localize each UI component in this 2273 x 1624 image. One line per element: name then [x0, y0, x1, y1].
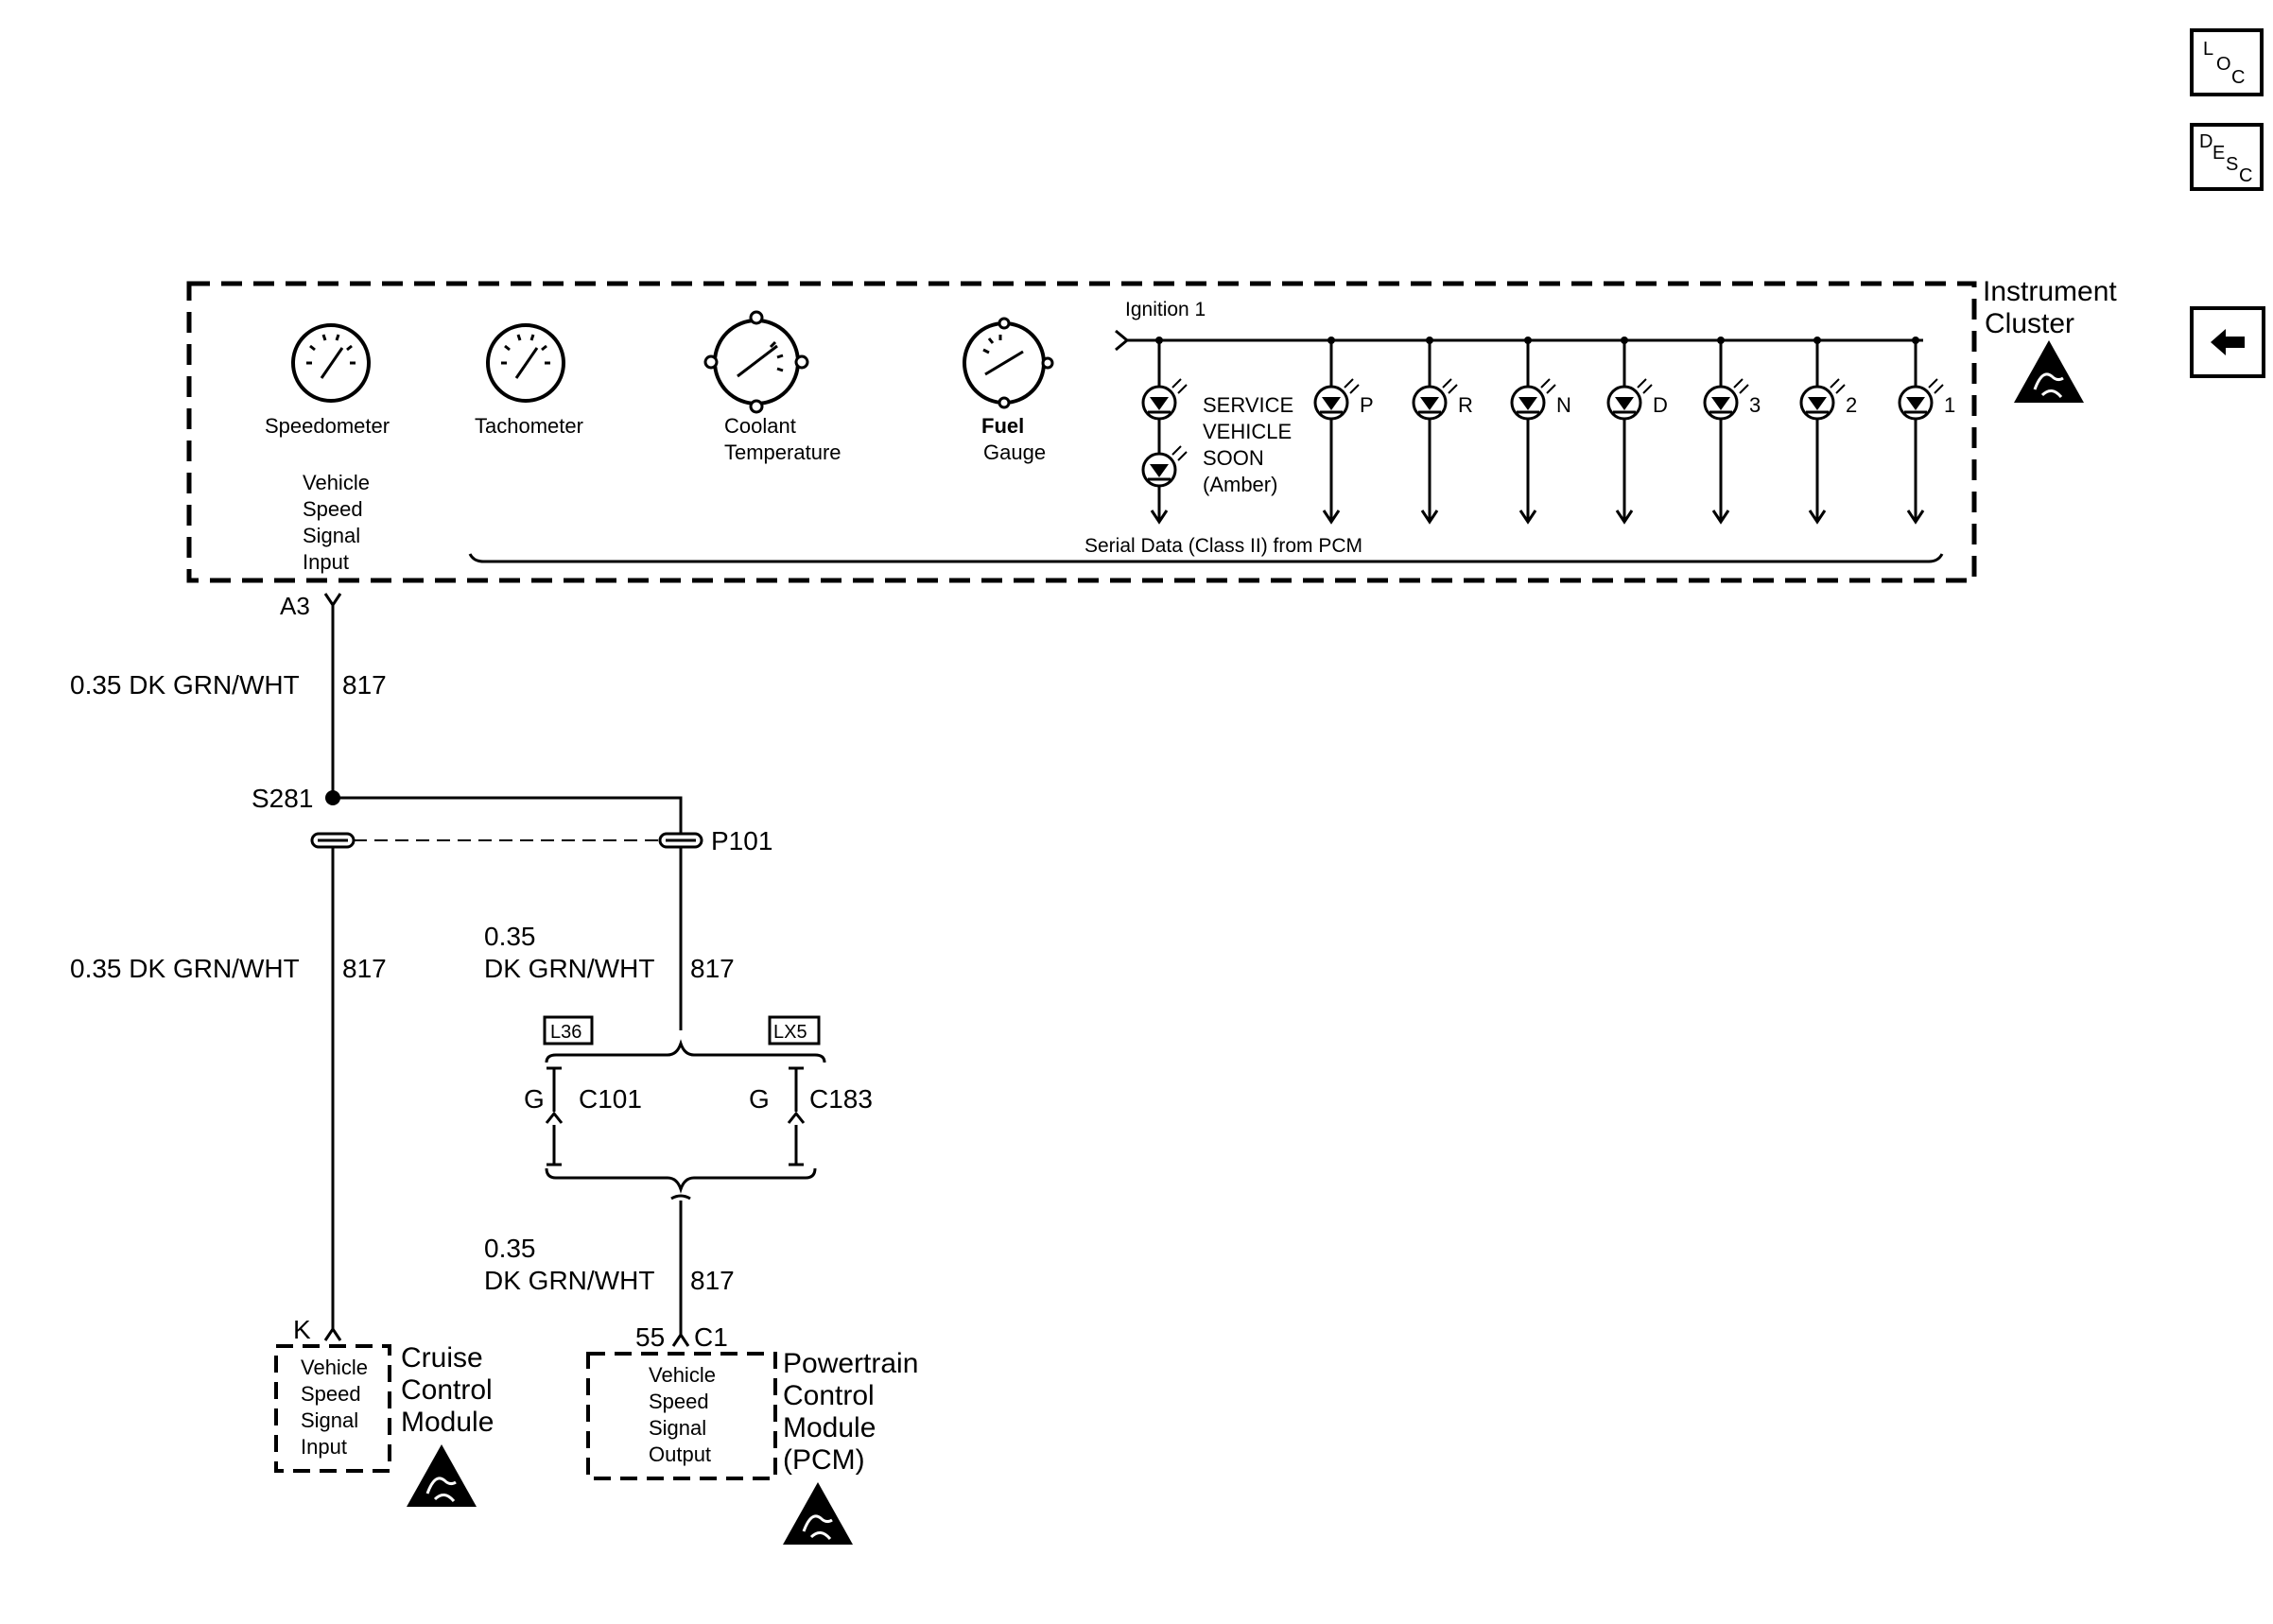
- service-vehicle-soon-indicators: [1141, 337, 1188, 525]
- coolant-gauge-icon: [703, 310, 809, 414]
- option-l36-box: [543, 1015, 594, 1045]
- location-button[interactable]: L O C: [2190, 28, 2264, 96]
- wire-branch: [333, 796, 683, 836]
- pcm-module-box: [586, 1352, 777, 1480]
- cruise-connector: [323, 1326, 342, 1341]
- wire-pcm-color: DK GRN/WHT: [484, 1266, 654, 1295]
- speedometer-label: Speedometer: [265, 414, 390, 438]
- coolant-label-1: Coolant: [724, 414, 796, 438]
- a3-pin-label: A3: [280, 592, 310, 620]
- esd-warning-icon: [2014, 340, 2084, 403]
- back-button[interactable]: [2190, 306, 2265, 378]
- connector-c101: [545, 1066, 564, 1166]
- vss-input-label: Vehicle Speed Signal Input: [303, 471, 375, 574]
- pcm-module-title: Powertrain Control Module (PCM): [783, 1348, 927, 1476]
- c101-label: C101: [579, 1084, 642, 1114]
- cruise-inner-label: Vehicle Speed Signal Input: [301, 1356, 373, 1459]
- gear-label-1: 1: [1944, 393, 1955, 417]
- option-brace-bottom: [545, 1167, 817, 1194]
- gear-indicator-3: 3: [1703, 337, 1761, 525]
- gear-indicator-1: 1: [1898, 337, 1955, 525]
- desc-letter-c: C: [2239, 165, 2253, 186]
- c183-pin: G: [749, 1084, 770, 1114]
- desc-letter-e: E: [2212, 143, 2226, 164]
- connector-c183: [787, 1066, 806, 1166]
- option-lx5: LX5: [773, 1022, 807, 1043]
- cluster-title-2: Cluster: [1985, 308, 2074, 339]
- cluster-title-1: Instrument: [1983, 276, 2117, 307]
- instrument-cluster-box: [186, 281, 1977, 583]
- cruise-module-box: [274, 1344, 391, 1473]
- pcm-conn: C1: [694, 1322, 728, 1352]
- loc-letter-c: C: [2231, 67, 2246, 88]
- loc-letter-l: L: [2203, 39, 2214, 60]
- wire-left-circuit: 817: [342, 954, 387, 983]
- svs-label: SERVICE VEHICLE SOON (Amber): [1203, 393, 1299, 496]
- serial-data-label: Serial Data (Class II) from PCM: [1084, 535, 1362, 557]
- wire-top-label: 0.35 DK GRN/WHT: [70, 670, 300, 700]
- gear-indicator-N: N: [1510, 337, 1571, 525]
- pcm-connector: [671, 1332, 690, 1347]
- speedometer-gauge-icon: [291, 323, 371, 403]
- option-lx5-box: [768, 1015, 821, 1045]
- ignition-label: Ignition 1: [1125, 299, 1206, 320]
- tachometer-label: Tachometer: [475, 414, 583, 438]
- gear-indicator-P: P: [1313, 337, 1374, 525]
- coolant-label-2: Temperature: [724, 441, 842, 464]
- splice-label: S281: [252, 784, 313, 813]
- gear-indicators: P R N D 3 2 1: [1313, 337, 1955, 525]
- wire-break: [670, 1194, 691, 1201]
- cruise-module-title: Cruise Control Module: [401, 1342, 500, 1438]
- wire-left-label: 0.35 DK GRN/WHT: [70, 954, 300, 983]
- fuel-label-2: Gauge: [983, 441, 1046, 464]
- a3-connector: [323, 593, 342, 608]
- gear-indicator-D: D: [1606, 337, 1668, 525]
- gear-label-3: 3: [1749, 393, 1761, 417]
- pass-through-label: P101: [711, 826, 772, 855]
- wire-top-circuit: 817: [342, 670, 387, 700]
- gear-label-P: P: [1360, 393, 1374, 417]
- wire-right-circuit: 817: [690, 954, 735, 983]
- description-button[interactable]: D E S C: [2190, 123, 2264, 191]
- desc-letter-s: S: [2226, 154, 2239, 175]
- pcm-pin: 55: [635, 1322, 665, 1352]
- wire-right-color: DK GRN/WHT: [484, 954, 654, 983]
- wire-pcm-circuit: 817: [690, 1266, 735, 1295]
- tachometer-gauge-icon: [486, 323, 565, 403]
- ignition-input-arrow: [1115, 329, 1130, 352]
- pass-through-p101: [310, 832, 703, 849]
- cruise-pin: K: [293, 1315, 311, 1344]
- esd-warning-icon: [783, 1482, 853, 1545]
- wire-right-gauge: 0.35: [484, 922, 536, 951]
- wire-pcm-gauge: 0.35: [484, 1234, 536, 1263]
- loc-letter-o: O: [2216, 54, 2231, 75]
- esd-warning-icon: [407, 1444, 477, 1507]
- gear-label-D: D: [1653, 393, 1668, 417]
- c101-pin: G: [524, 1084, 545, 1114]
- fuel-label-1: Fuel: [981, 414, 1024, 438]
- pcm-inner-label: Vehicle Speed Signal Output: [649, 1363, 721, 1466]
- gear-indicator-2: 2: [1799, 337, 1857, 525]
- option-l36: L36: [550, 1022, 581, 1043]
- left-arrow-icon: [2211, 329, 2245, 355]
- desc-letter-d: D: [2199, 131, 2213, 152]
- serial-data-brace: [468, 553, 1944, 563]
- fuel-gauge-icon: [963, 317, 1054, 409]
- gear-label-N: N: [1556, 393, 1571, 417]
- c183-label: C183: [809, 1084, 873, 1114]
- gear-label-2: 2: [1846, 393, 1857, 417]
- gear-indicator-R: R: [1412, 337, 1473, 525]
- gear-label-R: R: [1458, 393, 1473, 417]
- option-brace-top: [545, 1039, 826, 1063]
